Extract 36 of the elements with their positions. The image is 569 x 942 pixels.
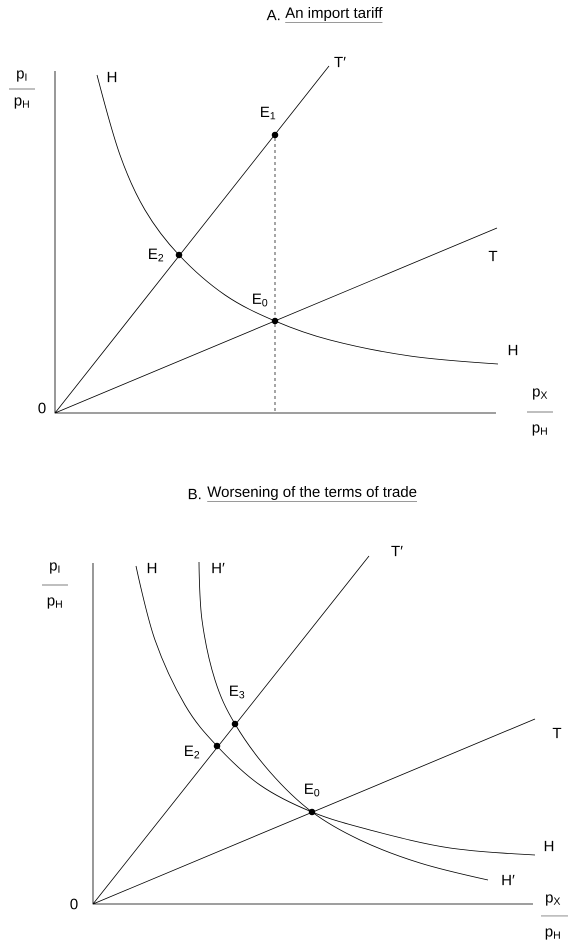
- point-marker: [308, 808, 316, 816]
- curve-label: H: [544, 840, 554, 852]
- curve-label: H: [108, 72, 116, 82]
- axis-label: p$_{H}$: [532, 424, 547, 436]
- point-marker: [232, 720, 238, 728]
- axis-label: p$_{X}$: [533, 388, 548, 400]
- point-label: E$_{2}$: [185, 746, 200, 758]
- point-marker: [272, 318, 278, 324]
- origin-label: 0: [70, 898, 78, 910]
- point-label: E$_{3}$: [230, 686, 244, 698]
- origin-label: 0: [38, 402, 46, 414]
- point-marker: [214, 742, 220, 750]
- point-label: E$_{2}$: [149, 248, 164, 262]
- panel-label: A.: [266, 10, 280, 20]
- curve-label: H: [148, 562, 156, 574]
- axis-label: p$_{I}$: [17, 70, 26, 82]
- line-label: T: [488, 250, 498, 262]
- curve-label: H: [508, 344, 518, 356]
- point-marker: [272, 132, 278, 138]
- line-label: T′: [391, 546, 403, 556]
- axis-label: p$_{X}$: [546, 894, 560, 906]
- curve-label: H′: [212, 562, 225, 574]
- curve-label: H′: [502, 874, 515, 886]
- axis-label: p$_{H}$: [14, 97, 29, 109]
- axis-label: p$_{I}$: [50, 562, 60, 574]
- line-label: T′: [334, 56, 346, 68]
- point-marker: [176, 252, 182, 258]
- panel-title: An import tariff: [285, 7, 383, 23]
- panel-title: Worsening of the terms of trade: [207, 486, 418, 502]
- point-label: E$_{1}$: [261, 106, 276, 120]
- axis-label: p$_{H}$: [546, 928, 560, 940]
- axis-label: p$_{H}$: [48, 597, 62, 609]
- point-label: E$_{0}$: [253, 294, 268, 306]
- line-label: T: [552, 728, 562, 738]
- panel-label: B.: [188, 488, 200, 500]
- point-label: E$_{0}$: [305, 784, 320, 796]
